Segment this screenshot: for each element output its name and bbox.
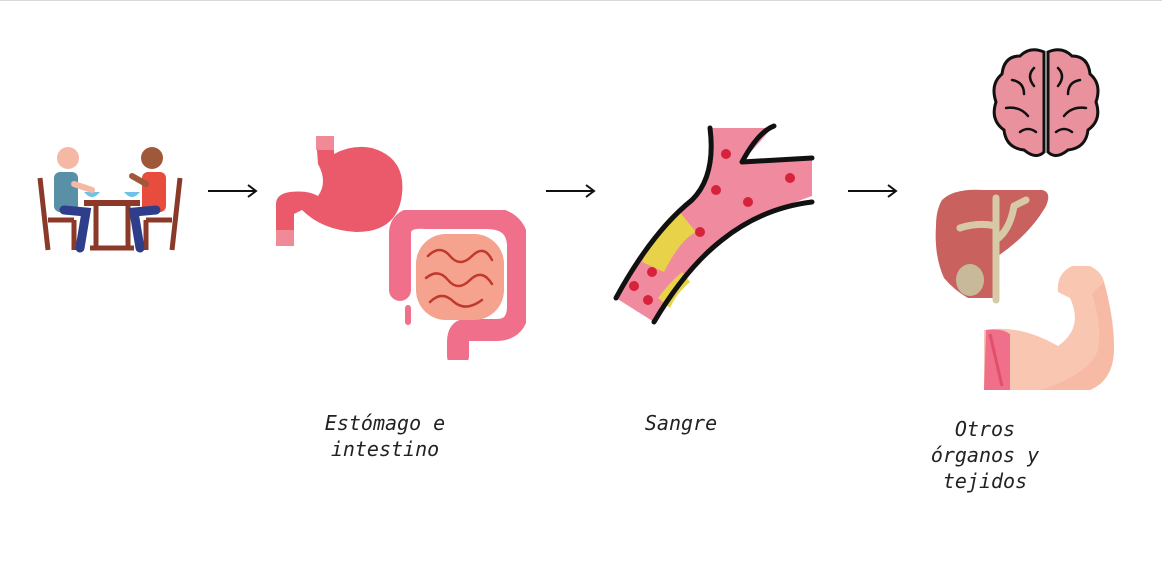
- liver-icon: [934, 186, 1054, 304]
- label-organs-line-2: órganos y: [930, 443, 1040, 467]
- right-arrow-icon: [206, 182, 260, 200]
- label-organs-line-1: Otros: [954, 417, 1016, 441]
- label-blood: Sangre: [606, 410, 756, 436]
- right-arrow-icon: [846, 182, 900, 200]
- blood-vessel-icon: [612, 122, 822, 328]
- top-divider: [0, 0, 1162, 1]
- label-organs: Otros órganos y tejidos: [900, 416, 1070, 494]
- brain-icon: [990, 46, 1102, 160]
- stomach-icon: [272, 134, 412, 250]
- label-organs-line-3: tejidos: [942, 469, 1028, 493]
- label-digestion-line-1: Estómago e: [324, 411, 446, 435]
- right-arrow-icon: [544, 182, 598, 200]
- arm-muscle-icon: [980, 258, 1120, 394]
- label-digestion: Estómago e intestino: [290, 410, 480, 462]
- people-eating-icon: [34, 140, 186, 256]
- label-blood-line-1: Sangre: [644, 411, 718, 435]
- intestine-icon: [386, 210, 526, 360]
- label-digestion-line-2: intestino: [330, 437, 440, 461]
